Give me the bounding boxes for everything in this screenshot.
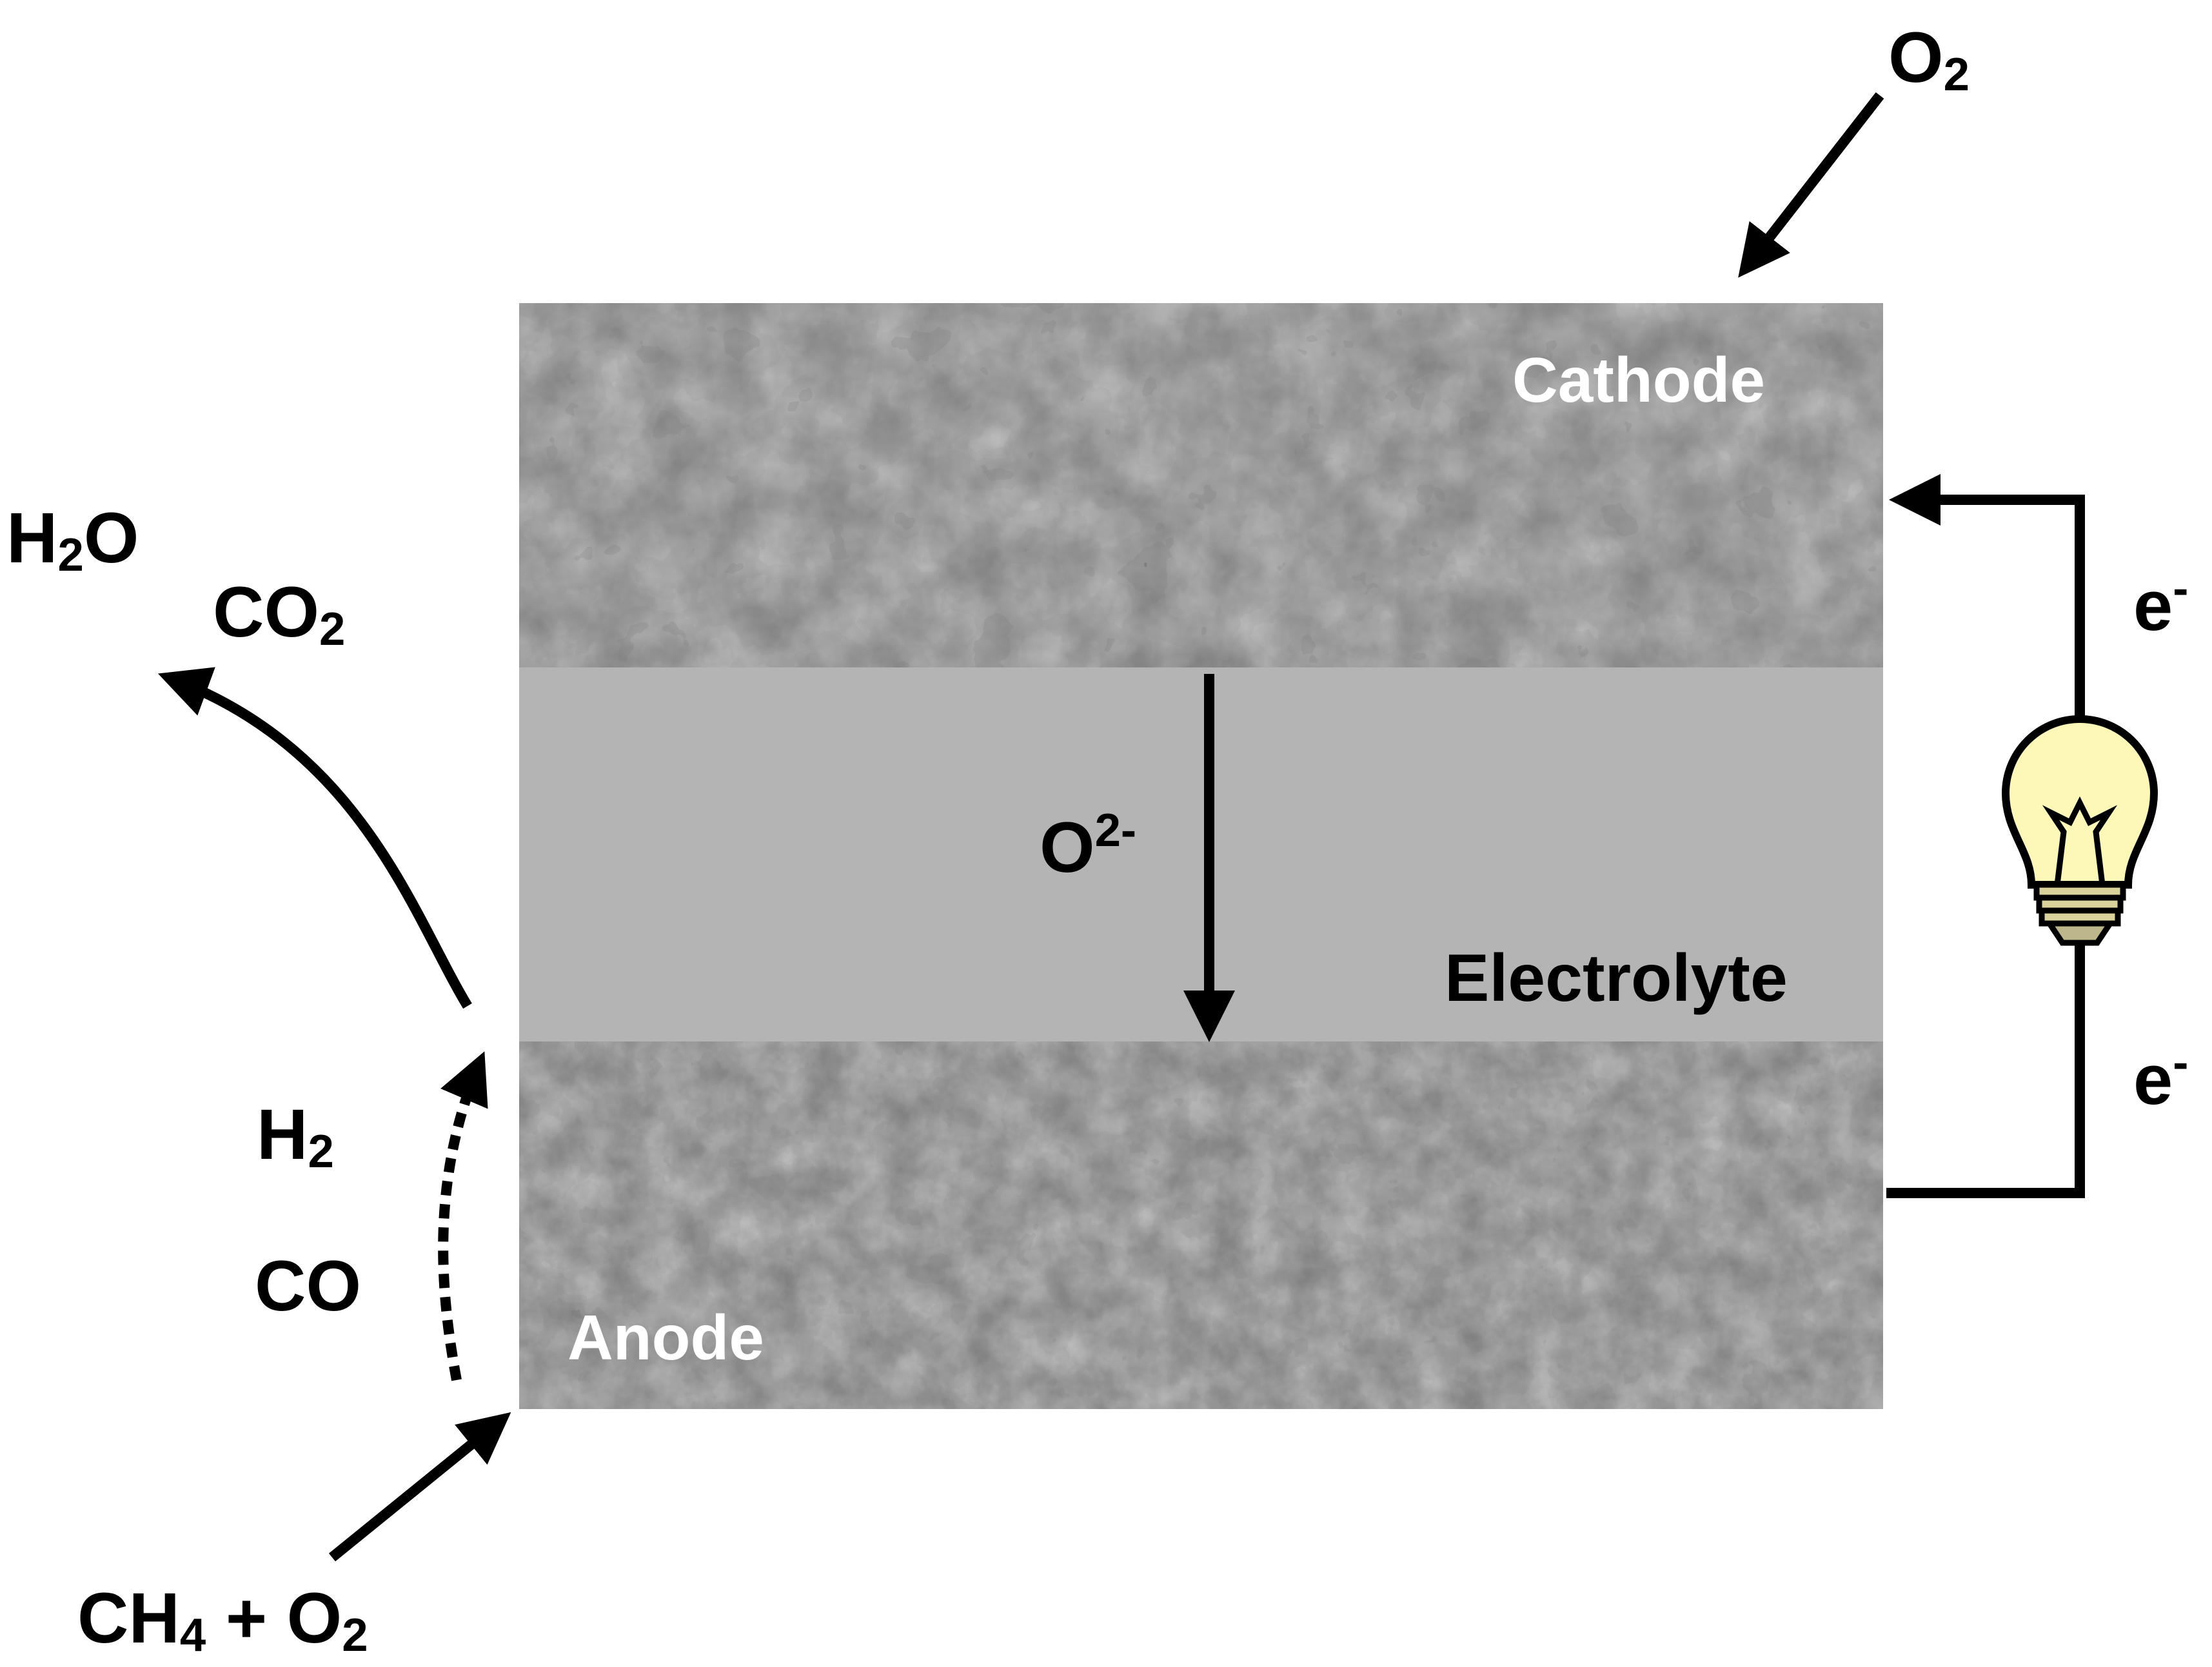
o2-top-label: O2 [1888,18,1970,101]
fuel-feed-arrow [328,1412,511,1562]
anode-label: Anode [568,1302,764,1373]
co2-label: CO2 [213,573,346,656]
cathode-layer [519,303,1883,667]
external-circuit [1886,474,2085,1198]
electrolyte-label: Electrolyte [1445,941,1788,1016]
co-label: CO [255,1247,361,1326]
h2o-label: H2O [6,498,139,582]
o2-inlet-arrow [1738,92,1884,278]
electron-top-label: e- [2133,562,2189,646]
reforming-dotted-arrow [438,1051,488,1381]
h2-label: H2 [257,1095,334,1178]
electron-bottom-label: e- [2133,1036,2189,1120]
exhaust-arrow [157,667,472,1009]
light-bulb-icon [2001,715,2158,946]
oxide-ion-label: O2- [1040,804,1137,887]
electrolyte-layer [519,667,1883,1041]
cathode-label: Cathode [1512,344,1765,415]
fuel-feed-label: CH4 + O2 [77,1579,368,1662]
anode-layer [519,1041,1883,1409]
